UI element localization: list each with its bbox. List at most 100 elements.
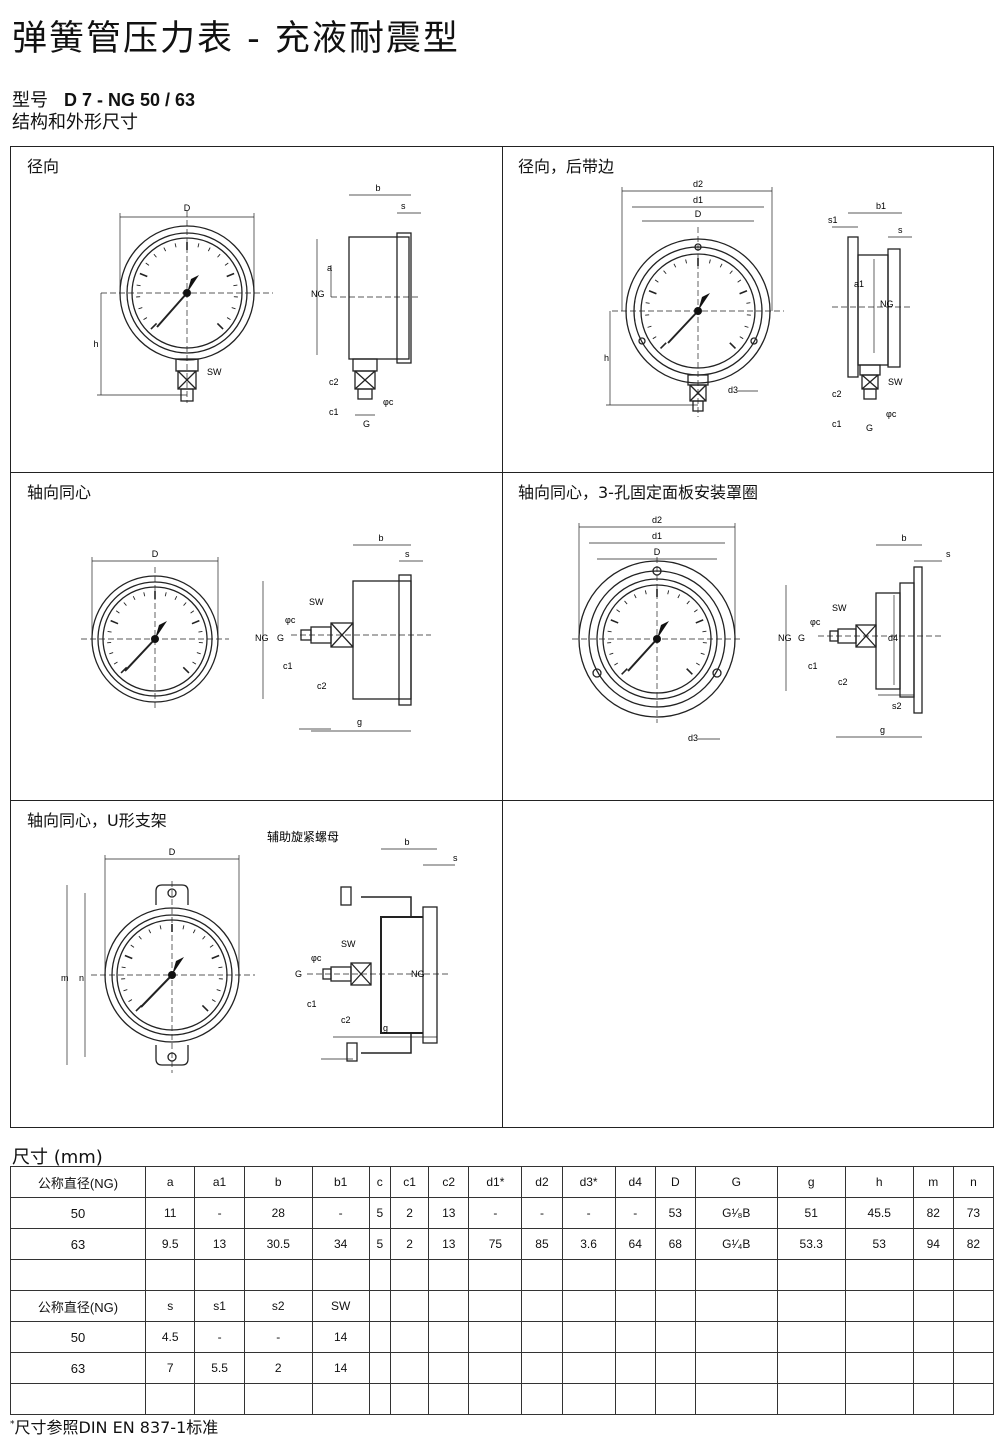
table-cell <box>654 1383 696 1415</box>
table-cell: 73 <box>952 1197 995 1229</box>
dim-label-b: b <box>378 533 383 543</box>
dim-label-d2: d2 <box>693 179 703 189</box>
table-cell: d4 <box>614 1166 656 1198</box>
table-cell <box>144 1383 196 1415</box>
table-cell: 68 <box>654 1228 696 1260</box>
table-cell <box>614 1259 656 1291</box>
table-cell <box>468 1290 523 1322</box>
dial-tick <box>190 610 195 614</box>
table-cell: s <box>144 1290 196 1322</box>
dial-tick <box>645 302 650 304</box>
dim-label-SW: SW <box>832 603 847 613</box>
dial-tick <box>139 272 148 278</box>
dial-tick <box>191 619 200 625</box>
table-cell: 51 <box>776 1197 846 1229</box>
table-cell: 82 <box>912 1197 954 1229</box>
dial-tick <box>746 302 751 304</box>
dial-tick <box>201 1004 209 1012</box>
table-cell: s1 <box>194 1290 245 1322</box>
dial-tick <box>136 284 141 287</box>
dial-tick <box>124 954 133 960</box>
dial-tick <box>148 929 152 934</box>
table-cell: a <box>144 1166 196 1198</box>
dial-tick <box>183 602 187 606</box>
aux-nut-label: 辅助旋紧螺母 <box>267 830 339 844</box>
table-cell <box>912 1321 954 1353</box>
pointer-tail <box>187 275 199 293</box>
table-cell <box>390 1290 430 1322</box>
dim-label-phic: φc <box>311 953 322 963</box>
dial-tick <box>174 596 178 601</box>
dim-label-d3: d3 <box>728 385 738 395</box>
dim-label-D: D <box>184 203 191 213</box>
dim-label-G: G <box>277 633 284 643</box>
dial-tick <box>652 336 657 340</box>
panel-label: 径向 <box>27 157 60 176</box>
dial-tick <box>647 325 652 328</box>
dim-label-phic: φc <box>285 615 296 625</box>
table-cell <box>912 1352 954 1384</box>
dial-tick <box>110 619 119 625</box>
table-cell: 4.5 <box>144 1321 196 1353</box>
dim-label-c1: c1 <box>283 661 293 671</box>
dial-tick <box>233 284 238 287</box>
table-cell: 13 <box>194 1228 245 1260</box>
dim-label-s: s <box>401 201 406 211</box>
footnote-mark: * <box>10 1419 15 1430</box>
dial-tick <box>207 247 211 252</box>
dim-label-d1: d1 <box>693 195 703 205</box>
dim-label-SW: SW <box>888 377 903 387</box>
drawing-axial: D b s SW φc G NG c1 c2 g <box>81 533 431 732</box>
dim-label-m: m <box>61 973 69 983</box>
table-cell: 30.5 <box>243 1228 313 1260</box>
dial-tick <box>610 619 619 624</box>
dim-label-NG: NG <box>411 969 425 979</box>
table-cell: - <box>521 1197 563 1229</box>
table-cell: - <box>194 1197 245 1229</box>
dial-tick <box>663 270 667 275</box>
dim-label-c2: c2 <box>329 377 339 387</box>
dim-label-c2: c2 <box>832 389 842 399</box>
table-cell: c1 <box>390 1166 430 1198</box>
dim-label-d1: d1 <box>652 531 662 541</box>
page-subtitle: 结构和外形尺寸 <box>12 112 138 133</box>
dim-label-s: s <box>898 225 903 235</box>
table-cell <box>694 1383 778 1415</box>
dim-label-D: D <box>695 209 702 219</box>
table-cell <box>952 1352 995 1384</box>
table-cell: 53.3 <box>776 1228 846 1260</box>
dial-tick <box>633 594 637 599</box>
table-cell <box>521 1383 563 1415</box>
table-cell: 53 <box>654 1197 696 1229</box>
table-cell <box>952 1383 995 1415</box>
dimensions-title: 尺寸 (mm) <box>12 1147 103 1168</box>
dim-label-c1: c1 <box>832 419 842 429</box>
table-cell: s2 <box>243 1290 313 1322</box>
table-cell <box>776 1321 846 1353</box>
model-label: 型号 <box>12 90 48 111</box>
dim-label-s2: s2 <box>892 701 902 711</box>
dial-tick <box>123 989 128 992</box>
table-cell <box>561 1321 616 1353</box>
table-cell: b1 <box>311 1166 370 1198</box>
page-title: 弹簧管压力表 - 充液耐震型 <box>12 19 460 59</box>
table-cell <box>614 1321 656 1353</box>
dim-label-s: s <box>453 853 458 863</box>
table-cell <box>694 1290 778 1322</box>
dial-tick <box>624 600 628 605</box>
dial-tick <box>132 596 136 601</box>
table-cell <box>243 1259 313 1291</box>
dial-tick <box>174 243 177 248</box>
panel-axial: 轴向同心 D b s S <box>11 473 502 800</box>
dial-tick <box>209 944 214 948</box>
table-cell <box>368 1383 392 1415</box>
table-cell <box>561 1259 616 1291</box>
dim-label-d2: d2 <box>652 515 662 525</box>
dial-tick <box>695 619 704 624</box>
table-cell: D <box>654 1166 696 1198</box>
dial-tick <box>695 662 700 666</box>
dial-tick <box>659 342 667 350</box>
